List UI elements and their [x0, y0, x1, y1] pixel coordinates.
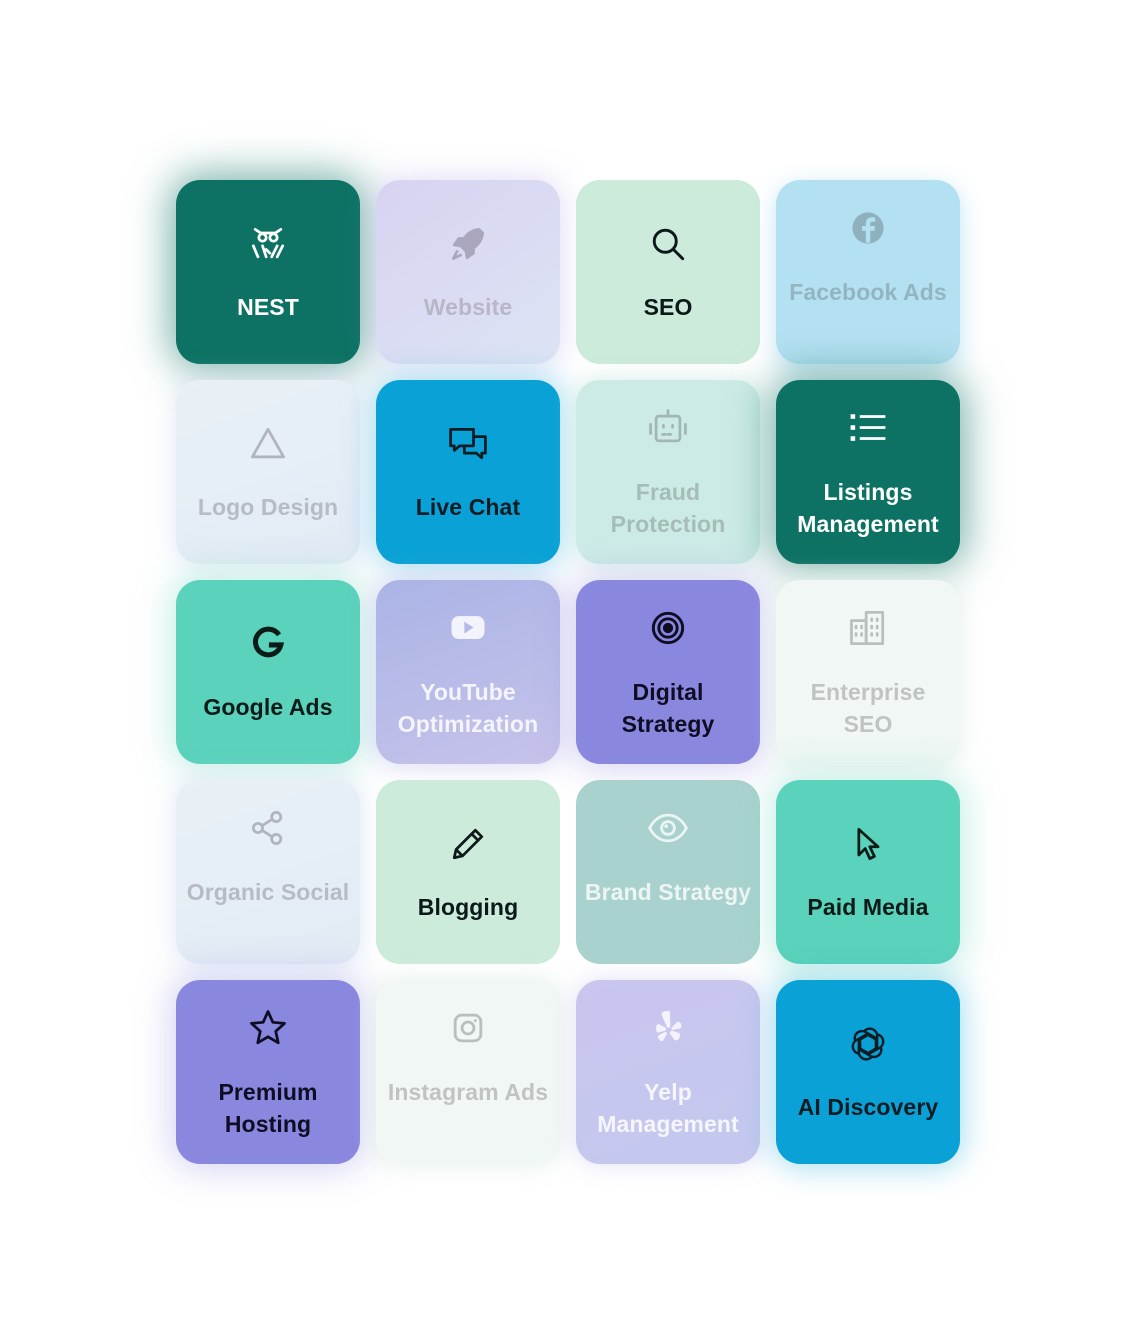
- eye-icon: [644, 804, 692, 852]
- tile-label: Paid Media: [807, 894, 929, 920]
- tile-label: AI Discovery: [797, 1094, 939, 1120]
- cursor-icon: [844, 820, 892, 868]
- tile-instagram-ads[interactable]: Instagram Ads: [376, 980, 560, 1164]
- robot-icon: [644, 404, 692, 452]
- search-icon: [644, 220, 692, 268]
- tile-label: Website: [423, 294, 513, 320]
- tile-website[interactable]: Website: [376, 180, 560, 364]
- tile-ai-discovery[interactable]: AI Discovery: [776, 980, 960, 1164]
- tile-label: Digital Strategy: [621, 679, 715, 737]
- google-icon: [244, 620, 292, 668]
- tile-label: Logo Design: [197, 494, 339, 520]
- list-icon: [844, 404, 892, 452]
- tile-listings-management[interactable]: Listings Management: [776, 380, 960, 564]
- tile-label: Live Chat: [415, 494, 521, 520]
- tile-logo-design[interactable]: Logo Design: [176, 380, 360, 564]
- openai-icon: [844, 1020, 892, 1068]
- target-icon: [644, 604, 692, 652]
- tile-live-chat[interactable]: Live Chat: [376, 380, 560, 564]
- chat-bubbles-icon: [444, 420, 492, 468]
- tile-label: Enterprise SEO: [810, 679, 926, 737]
- tile-fraud-protection[interactable]: Fraud Protection: [576, 380, 760, 564]
- tile-label: Yelp Management: [597, 1079, 739, 1137]
- tile-seo[interactable]: SEO: [576, 180, 760, 364]
- tile-nest[interactable]: NEST: [176, 180, 360, 364]
- buildings-icon: [844, 604, 892, 652]
- tile-label: YouTube Optimization: [397, 679, 539, 737]
- tile-facebook-ads[interactable]: Facebook Ads: [776, 180, 960, 364]
- tile-label: Fraud Protection: [610, 479, 726, 537]
- tile-label: Premium Hosting: [218, 1079, 318, 1137]
- triangle-icon: [244, 420, 292, 468]
- share-icon: [244, 804, 292, 852]
- tile-youtube-optimization[interactable]: YouTube Optimization: [376, 580, 560, 764]
- tile-brand-strategy[interactable]: Brand Strategy: [576, 780, 760, 964]
- tile-blogging[interactable]: Blogging: [376, 780, 560, 964]
- tile-label: Blogging: [417, 894, 519, 920]
- instagram-icon: [444, 1004, 492, 1052]
- star-icon: [244, 1004, 292, 1052]
- tile-label: Facebook Ads: [789, 279, 947, 305]
- rocket-icon: [444, 220, 492, 268]
- yelp-icon: [644, 1004, 692, 1052]
- services-grid: NEST Website SEO Facebo: [176, 180, 960, 1164]
- tile-paid-media[interactable]: Paid Media: [776, 780, 960, 964]
- tile-premium-hosting[interactable]: Premium Hosting: [176, 980, 360, 1164]
- facebook-icon: [844, 204, 892, 252]
- tile-enterprise-seo[interactable]: Enterprise SEO: [776, 580, 960, 764]
- owl-icon: [244, 220, 292, 268]
- tile-label: Google Ads: [203, 694, 333, 720]
- youtube-icon: [444, 604, 492, 652]
- tile-label: Listings Management: [797, 479, 939, 537]
- tile-label: Brand Strategy: [584, 879, 752, 905]
- pencil-icon: [444, 820, 492, 868]
- tile-label: Instagram Ads: [387, 1079, 549, 1105]
- tile-label: Organic Social: [186, 879, 350, 905]
- tile-label: NEST: [237, 294, 299, 320]
- tile-digital-strategy[interactable]: Digital Strategy: [576, 580, 760, 764]
- tile-google-ads[interactable]: Google Ads: [176, 580, 360, 764]
- tile-label: SEO: [643, 294, 693, 320]
- tile-yelp-management[interactable]: Yelp Management: [576, 980, 760, 1164]
- tile-organic-social[interactable]: Organic Social: [176, 780, 360, 964]
